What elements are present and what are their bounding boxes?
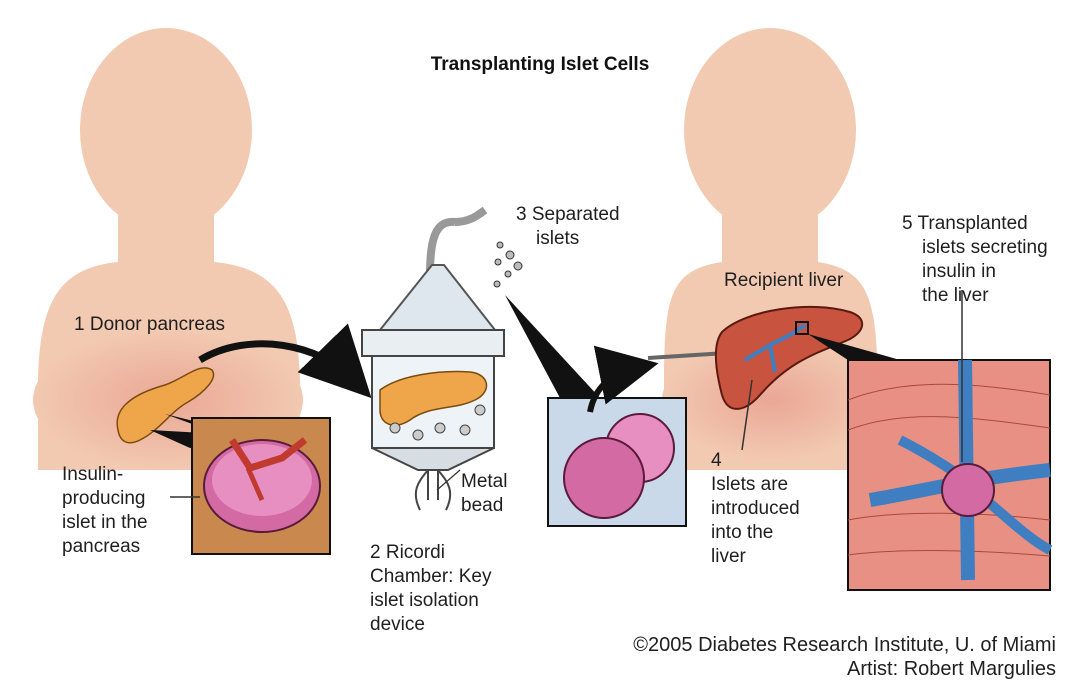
label-line: introduced: [711, 498, 800, 519]
label-donor-pancreas: 1 Donor pancreas: [74, 314, 226, 335]
label-line: Insulin-: [62, 464, 124, 485]
label-ricordi-chamber: 2 Ricordi Chamber: Key islet isolation d…: [370, 541, 491, 637]
label-line: islets secreting: [922, 237, 1048, 258]
label-separated-islets: 3 Separated islets: [516, 203, 620, 251]
credit-copyright: ©2005 Diabetes Research Institute, U. of…: [633, 634, 1056, 656]
label-line: islets: [536, 228, 580, 249]
label-line: liver: [711, 546, 746, 567]
label-line: bead: [461, 495, 504, 516]
label-line: the liver: [922, 285, 989, 306]
label-line: into the: [711, 522, 774, 543]
islet-inset: [191, 417, 331, 555]
label-line: islet in the: [62, 512, 148, 533]
bead-leader-line: [436, 469, 461, 491]
liver-pointer: [808, 334, 900, 360]
label-metal-bead: Metal bead: [461, 470, 507, 518]
label-line: 3 Separated: [516, 204, 620, 225]
label-transplanted-islets: 5 Transplanted islets secreting insulin …: [902, 212, 1048, 308]
label-line: islet isolation: [370, 590, 479, 611]
separated-islets: [493, 241, 523, 288]
credit-artist: Artist: Robert Margulies: [847, 658, 1056, 680]
label-line: producing: [62, 488, 146, 509]
label-line: insulin in: [922, 261, 996, 282]
label-line: device: [370, 614, 425, 635]
label-line: Chamber: Key: [370, 566, 492, 587]
label-recipient-liver: Recipient liver: [724, 270, 844, 291]
ricordi-chamber: [361, 206, 505, 511]
introduced-leader-line: [741, 379, 753, 451]
label-line: Metal: [461, 471, 508, 492]
diagram-title: Transplanting Islet Cells: [430, 54, 650, 75]
donor-body: [33, 28, 303, 470]
recipient-liver-organ: [714, 305, 864, 410]
label-line: pancreas: [62, 536, 141, 557]
label-insulin-islet: Insulin- producing islet in the pancreas: [62, 463, 148, 559]
islets-inset: [547, 397, 687, 527]
label-line: 2 Ricordi: [370, 542, 445, 563]
donor-pancreas-organ: [116, 367, 215, 444]
arrow-to-chamber: [198, 323, 372, 399]
label-islets-introduced: 4 Islets are introduced into the liver: [711, 449, 800, 569]
liver-tissue-inset: [847, 359, 1053, 591]
label-line: Islets are: [711, 474, 789, 495]
label-line: 4: [711, 450, 722, 471]
separated-pointer: [505, 295, 600, 398]
label-line: 5 Transplanted: [902, 213, 1028, 234]
arrow-to-liver: [587, 345, 659, 413]
